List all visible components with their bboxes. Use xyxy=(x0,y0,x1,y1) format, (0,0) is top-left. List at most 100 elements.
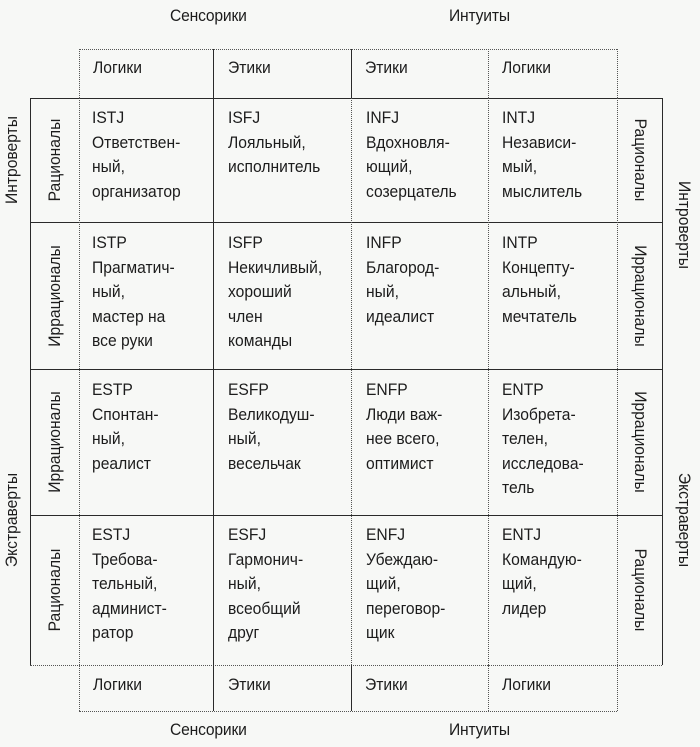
type-description: команды xyxy=(228,331,293,350)
type-description: Требова- xyxy=(92,549,158,569)
type-description: ный, xyxy=(92,157,125,176)
type-description: Вдохновля- xyxy=(366,132,450,152)
type-description: тель xyxy=(502,478,535,497)
type-code: ISFJ xyxy=(228,108,261,127)
column-header-logic: Логики xyxy=(93,675,142,694)
type-code: ISTP xyxy=(92,233,127,252)
type-code: ESTP xyxy=(92,380,133,399)
column-header-ethics: Этики xyxy=(228,58,271,77)
column-header-logic: Логики xyxy=(502,58,551,77)
column-header-ethics: Этики xyxy=(365,675,408,694)
type-cell-infj: INFJ Вдохновля- ющий, созерцатель xyxy=(366,106,457,204)
type-description: мечтатель xyxy=(502,306,577,326)
type-description: мастер на xyxy=(92,306,166,326)
type-code: INFJ xyxy=(366,108,400,127)
type-description: Независи- xyxy=(502,132,577,152)
outer-label-introverts-right: Интроверты xyxy=(675,180,694,270)
column-header-logic: Логики xyxy=(502,675,551,694)
type-description: Великодуш- xyxy=(228,404,315,424)
type-description: исполнитель xyxy=(228,157,321,176)
type-description: Изобрета- xyxy=(502,404,576,424)
type-description: ратор xyxy=(92,623,134,642)
type-description: Спонтан- xyxy=(92,404,159,424)
row-label-rationals: Рационалы xyxy=(631,118,650,202)
type-code: ESTJ xyxy=(92,525,131,544)
type-code: ENFJ xyxy=(366,525,406,544)
type-description: Убеждаю- xyxy=(366,549,439,569)
type-description: ный, xyxy=(228,429,261,448)
row-label-irrationals: Иррационалы xyxy=(631,391,650,493)
type-description: Лояльный, xyxy=(228,132,306,152)
type-description: созерцатель xyxy=(366,181,457,201)
type-description: ющий, xyxy=(366,157,413,176)
type-cell-isfj: ISFJ Лояльный, исполнитель xyxy=(228,106,320,180)
type-description: идеалист xyxy=(366,306,435,326)
type-code: ESFP xyxy=(228,380,269,399)
type-code: ENTJ xyxy=(502,525,542,544)
type-cell-isfp: ISFP Некичливый, хороший член команды xyxy=(228,231,322,354)
type-description: лидер xyxy=(502,598,547,618)
type-cell-istp: ISTP Прагматич- ный, мастер на все руки xyxy=(92,231,175,354)
type-description: Люди важ- xyxy=(366,404,443,424)
type-cell-esfj: ESFJ Гармонич- ный, всеобщий друг xyxy=(228,523,303,646)
type-description: мый, xyxy=(502,157,538,176)
type-description: исследова- xyxy=(502,453,584,473)
type-code: ISFP xyxy=(228,233,263,252)
column-header-ethics: Этики xyxy=(228,675,271,694)
row-label-irrationals: Иррационалы xyxy=(45,245,64,347)
type-code: INTJ xyxy=(502,108,536,127)
type-description: щий, xyxy=(366,574,401,593)
type-description: телен, xyxy=(502,429,548,448)
type-description: все руки xyxy=(92,331,153,350)
type-description: ный, xyxy=(228,574,261,593)
type-description: член xyxy=(228,306,263,326)
type-cell-estj: ESTJ Требова- тельный, админист- ратор xyxy=(92,523,167,646)
type-description: ный, xyxy=(92,429,125,448)
type-description: весельчак xyxy=(228,453,301,473)
type-cell-intp: INTP Концепту- альный, мечтатель xyxy=(502,231,577,329)
column-header-ethics: Этики xyxy=(365,58,408,77)
type-code: INFP xyxy=(366,233,402,252)
row-label-rationals: Рационалы xyxy=(631,548,650,632)
type-description: реалист xyxy=(92,453,151,473)
outer-label-extraverts-left: Экстраверты xyxy=(2,472,21,568)
type-description: друг xyxy=(228,623,260,642)
group-label-sensors-top: Сенсорики xyxy=(170,6,247,25)
type-code: ISTJ xyxy=(92,108,125,127)
type-description: тельный, xyxy=(92,574,158,593)
type-cell-entp: ENTP Изобрета- телен, исследова- тель xyxy=(502,378,584,501)
type-description: Ответствен- xyxy=(92,132,181,152)
type-code: ENFP xyxy=(366,380,408,399)
type-description: щик xyxy=(366,623,395,642)
type-cell-estp: ESTP Спонтан- ный, реалист xyxy=(92,378,159,476)
type-description: Концепту- xyxy=(502,257,575,277)
type-description: хороший xyxy=(228,282,292,301)
type-description: мыслитель xyxy=(502,181,583,201)
type-description: Некичливый, xyxy=(228,257,323,277)
type-cell-enfp: ENFP Люди важ- нее всего, оптимист xyxy=(366,378,442,476)
type-description: переговор- xyxy=(366,598,446,618)
row-label-irrationals: Иррационалы xyxy=(631,245,650,347)
type-code: ESFJ xyxy=(228,525,267,544)
type-code: ENTP xyxy=(502,380,544,399)
type-description: админист- xyxy=(92,598,167,618)
type-description: щий, xyxy=(502,574,537,593)
type-description: организатор xyxy=(92,181,181,201)
column-header-logic: Логики xyxy=(93,58,142,77)
type-cell-entj: ENTJ Командую- щий, лидер xyxy=(502,523,582,621)
type-description: Прагматич- xyxy=(92,257,175,277)
outer-label-introverts-left: Интроверты xyxy=(2,115,21,205)
type-description: ный, xyxy=(92,282,125,301)
type-description: альный, xyxy=(502,282,561,301)
type-description: Командую- xyxy=(502,549,582,569)
group-label-intuitives-top: Интуиты xyxy=(449,6,510,25)
type-code: INTP xyxy=(502,233,538,252)
type-cell-istj: ISTJ Ответствен- ный, организатор xyxy=(92,106,181,204)
type-cell-enfj: ENFJ Убеждаю- щий, переговор- щик xyxy=(366,523,445,646)
type-description: оптимист xyxy=(366,453,434,473)
type-cell-esfp: ESFP Великодуш- ный, весельчак xyxy=(228,378,315,476)
type-description: ный, xyxy=(366,282,399,301)
type-description: всеобщий xyxy=(228,598,301,618)
type-description: нее всего, xyxy=(366,429,440,448)
group-label-sensors-bottom: Сенсорики xyxy=(170,720,247,739)
